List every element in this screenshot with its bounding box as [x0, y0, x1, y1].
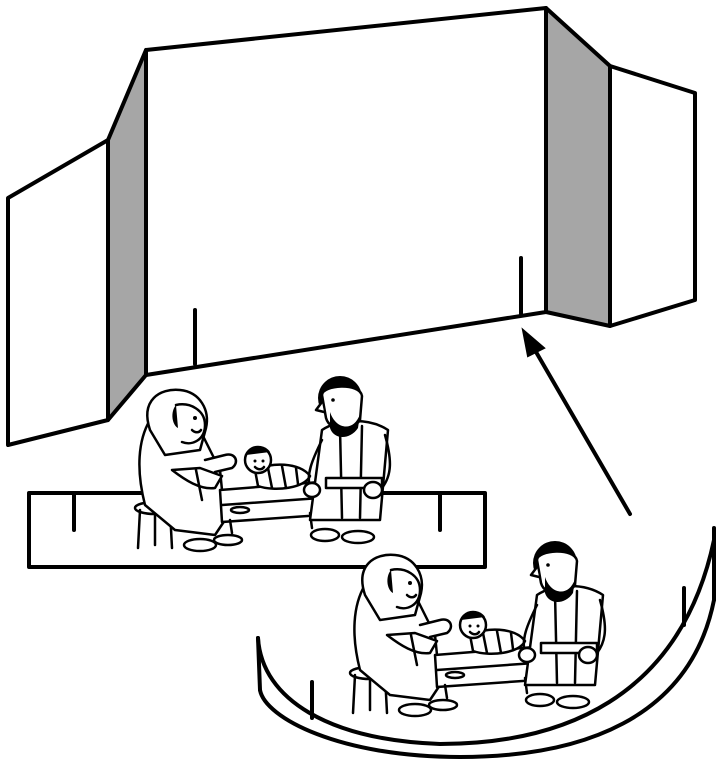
backdrop-stand [6, 6, 697, 447]
right-wing-panel [608, 64, 697, 328]
curved-figure-strip [256, 526, 716, 759]
center-panel [144, 6, 548, 377]
left-wing-panel [6, 138, 110, 447]
flat-figure-strip [27, 374, 487, 569]
arrow-up-icon [521, 327, 632, 516]
right-fold-panel [544, 6, 612, 328]
left-fold-panel [106, 48, 148, 422]
